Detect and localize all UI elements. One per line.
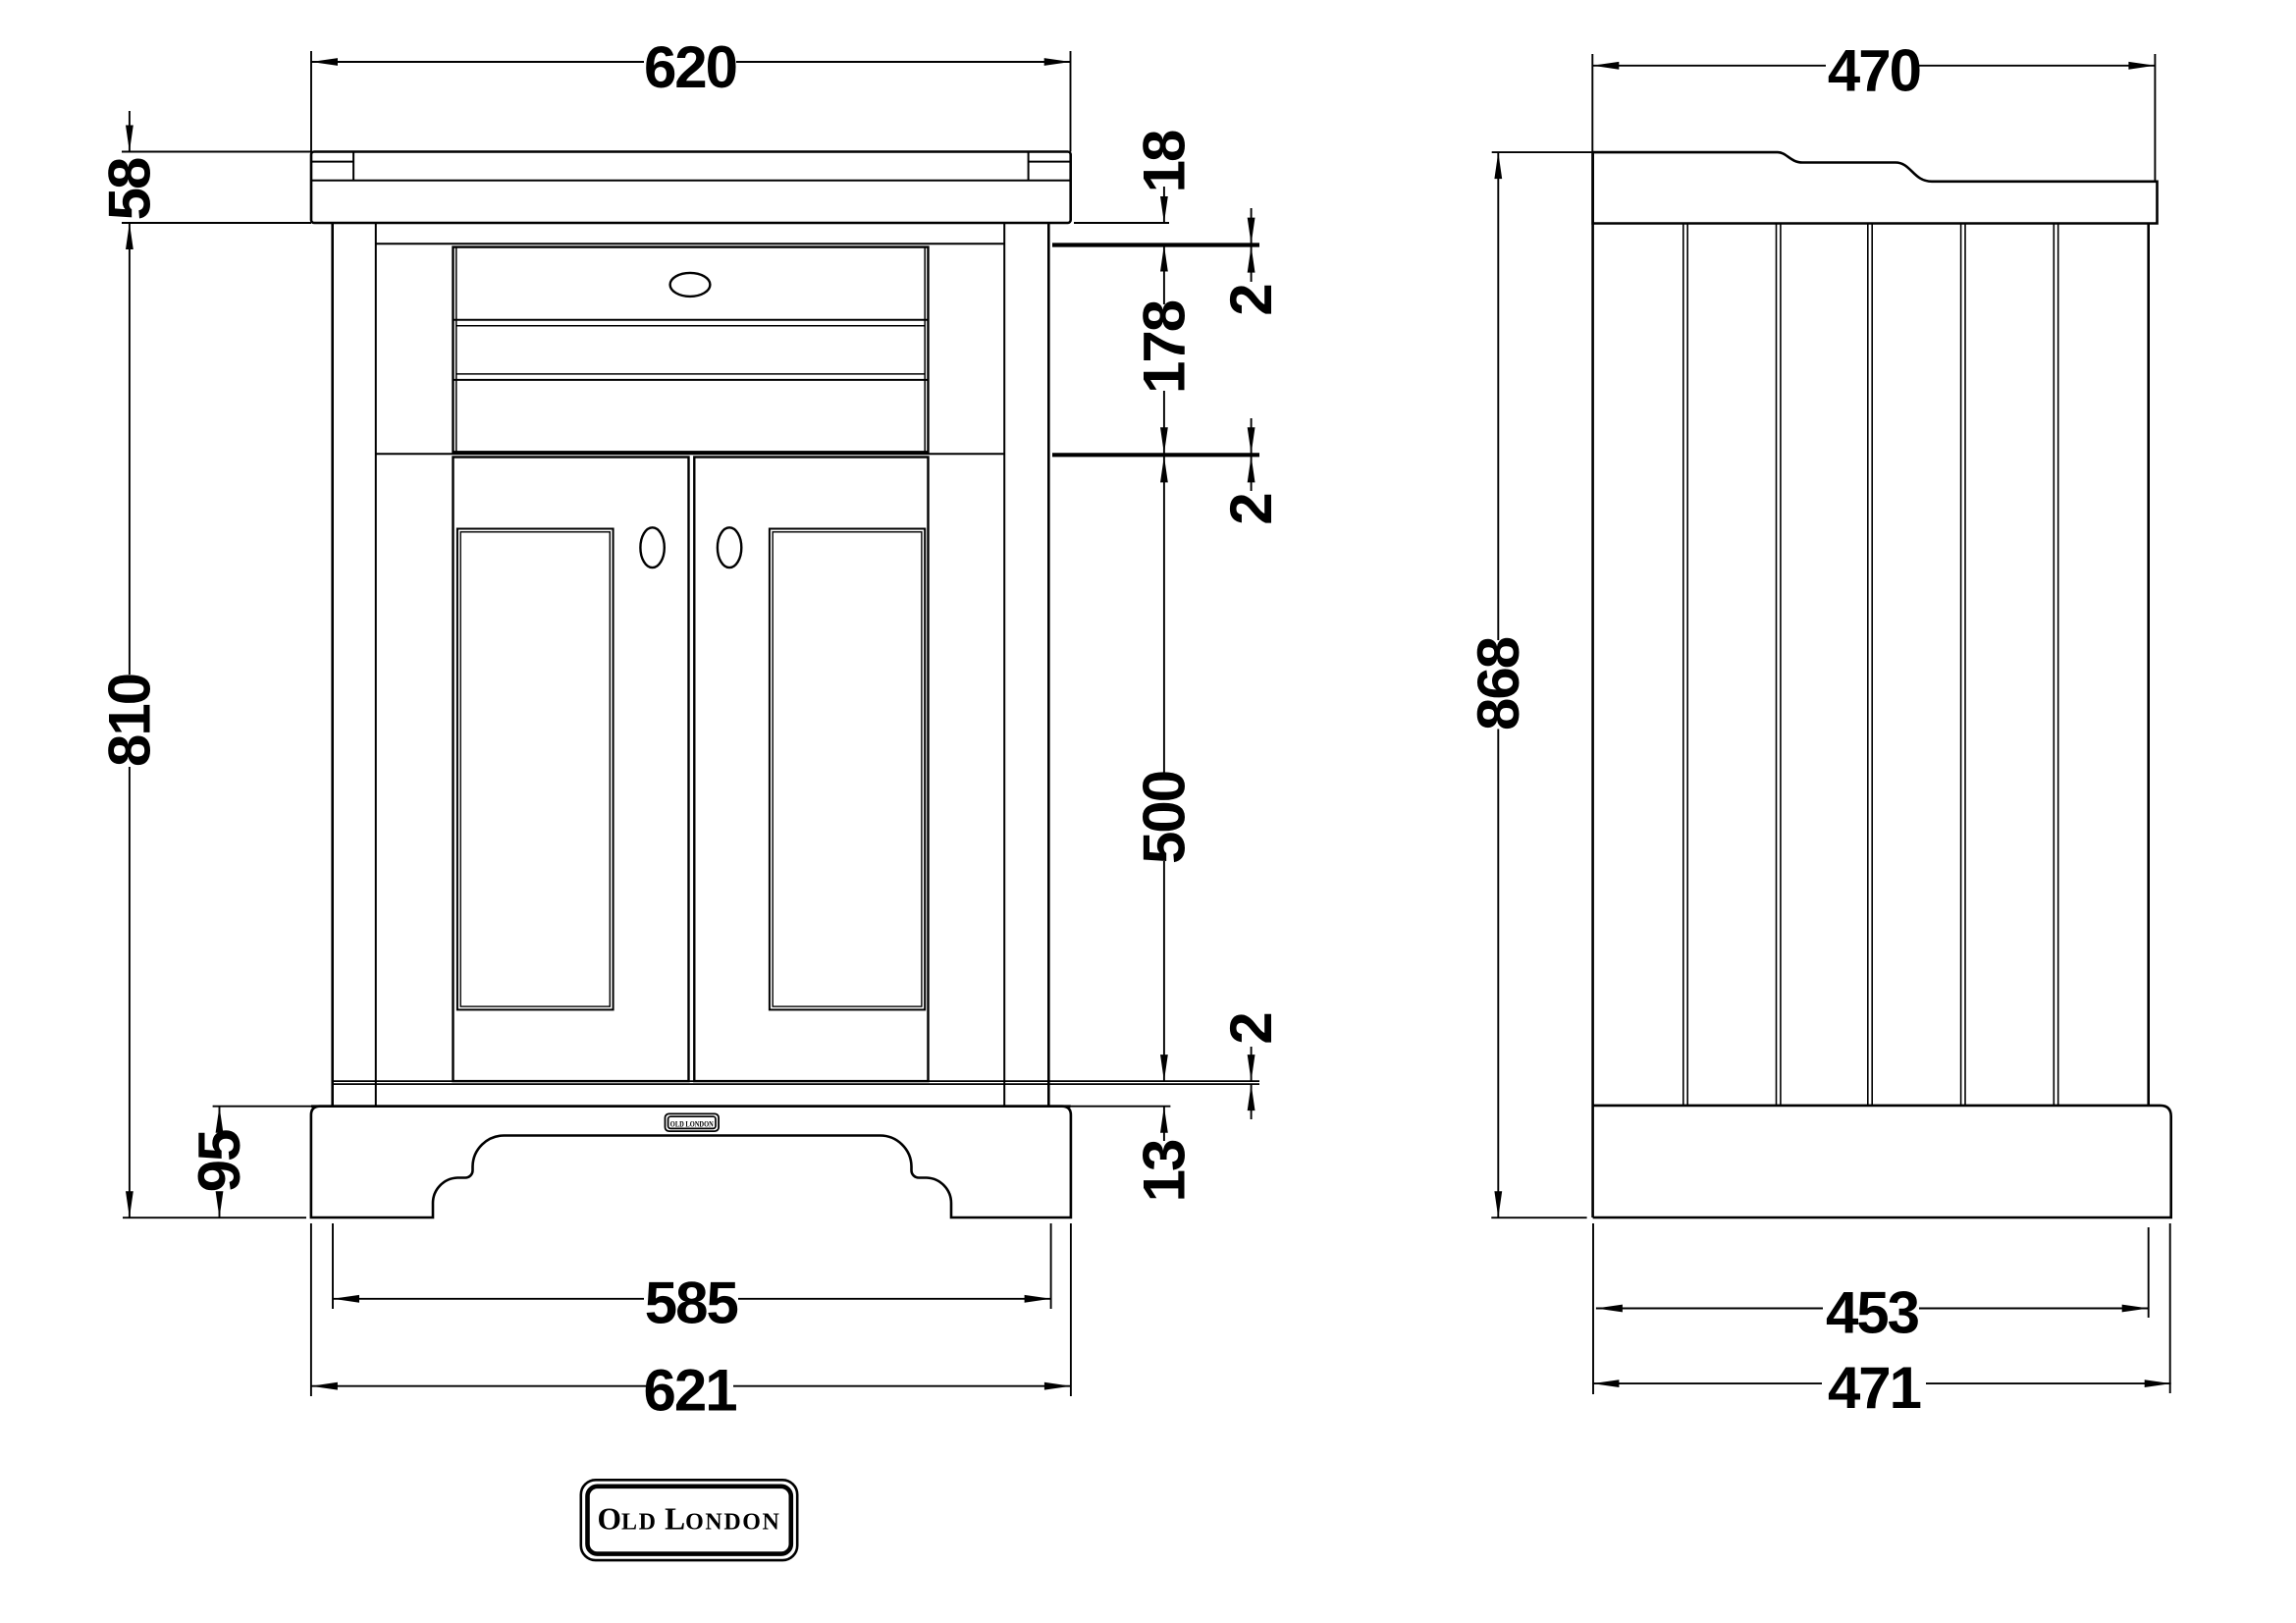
svg-text:13: 13 — [1131, 1140, 1197, 1202]
svg-text:2: 2 — [1218, 285, 1284, 315]
svg-text:620: 620 — [644, 34, 736, 100]
svg-text:OLD LONDON: OLD LONDON — [597, 1502, 780, 1537]
svg-text:810: 810 — [96, 675, 162, 767]
svg-text:585: 585 — [645, 1271, 738, 1336]
svg-text:2: 2 — [1218, 1013, 1284, 1044]
svg-text:621: 621 — [644, 1358, 737, 1424]
svg-text:453: 453 — [1826, 1280, 1919, 1346]
svg-text:500: 500 — [1131, 772, 1197, 864]
svg-text:470: 470 — [1828, 38, 1920, 104]
svg-text:58: 58 — [96, 158, 162, 220]
svg-text:18: 18 — [1131, 131, 1197, 192]
svg-text:471: 471 — [1828, 1355, 1921, 1421]
svg-text:2: 2 — [1218, 494, 1284, 524]
svg-text:868: 868 — [1466, 637, 1531, 730]
svg-text:178: 178 — [1131, 300, 1197, 394]
svg-text:95: 95 — [187, 1130, 252, 1192]
svg-text:OLD LONDON: OLD LONDON — [670, 1118, 715, 1128]
